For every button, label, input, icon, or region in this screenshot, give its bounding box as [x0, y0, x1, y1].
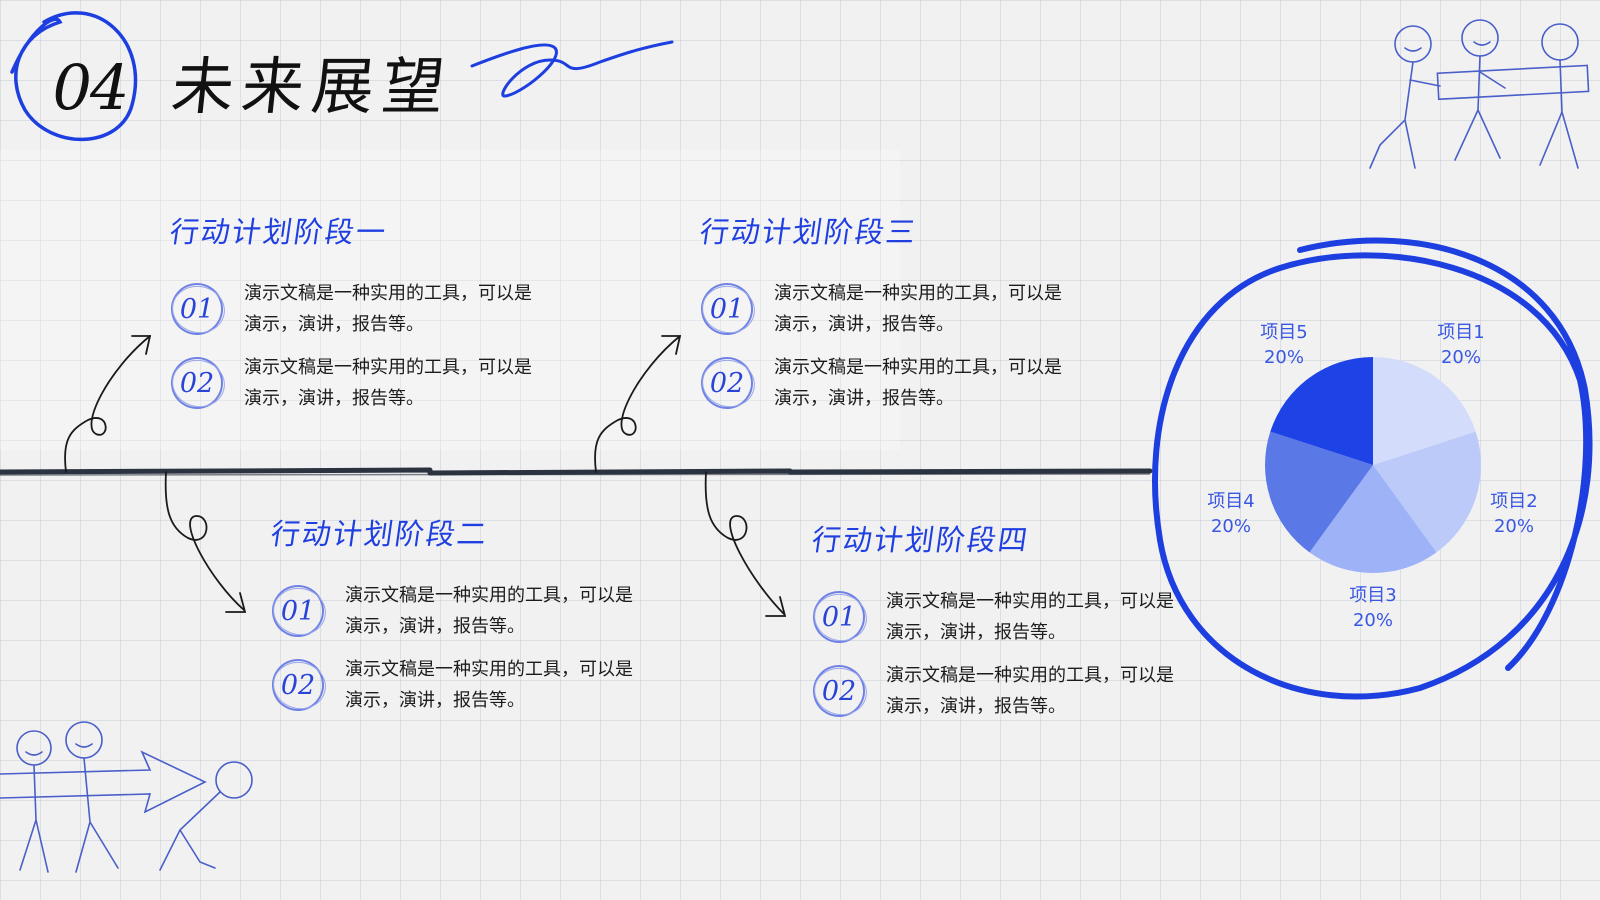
- item-text: 演示文稿是一种实用的工具，可以是演示，演讲，报告等。: [345, 659, 633, 711]
- pie-label-4: 项目4 20%: [1191, 489, 1271, 539]
- number-badge: 01: [170, 282, 224, 336]
- number-badge: 01: [271, 584, 325, 638]
- pie-slice-3: [1309, 465, 1437, 573]
- arrow-down-4: [704, 471, 785, 615]
- list-item: 02 演示文稿是一种实用的工具，可以是演示，演讲，报告等。: [271, 654, 645, 716]
- pie-label-name: 项目5: [1260, 322, 1308, 343]
- pie-label-name: 项目3: [1349, 585, 1397, 606]
- timeline-line: [0, 467, 1153, 476]
- pie-label-5: 项目5 20%: [1244, 320, 1324, 370]
- number-badge: 02: [271, 658, 325, 712]
- number-badge: 02: [812, 664, 866, 718]
- stick-figures-bottom: [0, 721, 253, 873]
- number-badge: 02: [700, 356, 754, 410]
- item-text: 演示文稿是一种实用的工具，可以是演示，演讲，报告等。: [244, 357, 532, 409]
- pie-label-name: 项目4: [1207, 491, 1255, 512]
- item-text: 演示文稿是一种实用的工具，可以是演示，演讲，报告等。: [244, 283, 532, 335]
- pie-label-1: 项目1 20%: [1421, 320, 1501, 370]
- item-text: 演示文稿是一种实用的工具，可以是演示，演讲，报告等。: [774, 357, 1062, 409]
- pie-label-value: 20%: [1352, 610, 1393, 631]
- pie-label-name: 项目2: [1490, 491, 1538, 512]
- item-text: 演示文稿是一种实用的工具，可以是演示，演讲，报告等。: [886, 591, 1174, 643]
- arrow-up-3: [594, 335, 681, 473]
- pie-label-value: 20%: [1493, 516, 1534, 537]
- title-scribble: [470, 40, 674, 98]
- list-item: 01 演示文稿是一种实用的工具，可以是演示，演讲，报告等。: [812, 586, 1186, 648]
- stage-1: 行动计划阶段一 01 演示文稿是一种实用的工具，可以是演示，演讲，报告等。 02…: [168, 214, 544, 414]
- pie-label-value: 20%: [1263, 347, 1304, 368]
- section-number: 04: [52, 51, 130, 124]
- pie-label-3: 项目3 20%: [1333, 583, 1413, 633]
- list-item: 01 演示文稿是一种实用的工具，可以是演示，演讲，报告等。: [271, 580, 645, 642]
- list-item: 01 演示文稿是一种实用的工具，可以是演示，演讲，报告等。: [700, 278, 1074, 340]
- number-circle: [10, 11, 138, 142]
- pie-slice-5: [1270, 357, 1373, 465]
- number-badge: 01: [700, 282, 754, 336]
- pie-scribble-circle: [1152, 237, 1593, 700]
- number-badge: 01: [812, 590, 866, 644]
- pie-label-name: 项目1: [1437, 322, 1485, 343]
- stage-4: 行动计划阶段四 01 演示文稿是一种实用的工具，可以是演示，演讲，报告等。 02…: [810, 522, 1186, 722]
- pie-slice-2: [1373, 431, 1481, 553]
- list-item: 02 演示文稿是一种实用的工具，可以是演示，演讲，报告等。: [170, 352, 544, 414]
- pie-label-2: 项目2 20%: [1474, 489, 1554, 539]
- item-text: 演示文稿是一种实用的工具，可以是演示，演讲，报告等。: [345, 585, 633, 637]
- arrow-up-1: [64, 335, 151, 473]
- pie-label-value: 20%: [1210, 516, 1251, 537]
- number-badge: 02: [170, 356, 224, 410]
- list-item: 02 演示文稿是一种实用的工具，可以是演示，演讲，报告等。: [812, 660, 1186, 722]
- arrow-down-2: [164, 471, 245, 611]
- stage-3: 行动计划阶段三 01 演示文稿是一种实用的工具，可以是演示，演讲，报告等。 02…: [698, 214, 1074, 414]
- pie-slice-1: [1373, 357, 1476, 465]
- stage-2: 行动计划阶段二 01 演示文稿是一种实用的工具，可以是演示，演讲，报告等。 02…: [269, 516, 645, 716]
- pie-slice-4: [1265, 431, 1373, 553]
- pie-label-value: 20%: [1440, 347, 1481, 368]
- item-text: 演示文稿是一种实用的工具，可以是演示，演讲，报告等。: [774, 283, 1062, 335]
- list-item: 01 演示文稿是一种实用的工具，可以是演示，演讲，报告等。: [170, 278, 544, 340]
- item-text: 演示文稿是一种实用的工具，可以是演示，演讲，报告等。: [886, 665, 1174, 717]
- stick-figures-top: [1369, 19, 1590, 169]
- list-item: 02 演示文稿是一种实用的工具，可以是演示，演讲，报告等。: [700, 352, 1074, 414]
